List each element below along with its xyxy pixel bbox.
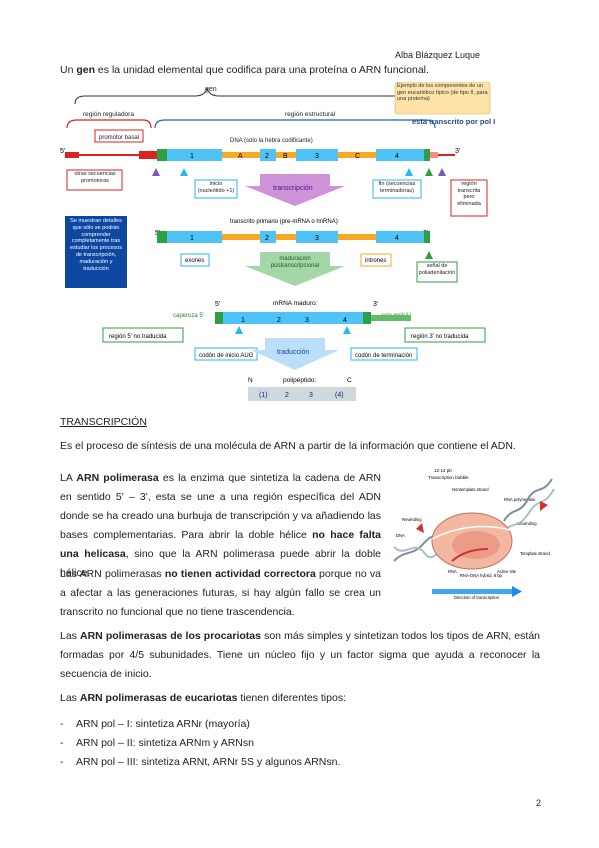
paragraph-1: Es el proceso de síntesis de una molécul… — [60, 440, 516, 452]
dna-5prime: 5' — [60, 148, 65, 155]
mature-exon3: 3 — [305, 317, 309, 324]
intron-c-label: C — [355, 153, 360, 160]
list-item: ARN pol – I: sintetiza ARNr (mayoría) — [60, 715, 340, 734]
n-terminus: N — [248, 377, 253, 384]
other-seq-label: otras secuencias promotoras — [74, 171, 116, 184]
polyA-signal-label: señal de poliadenilación — [418, 263, 456, 276]
mature-exon2: 2 — [277, 317, 281, 324]
exon2-label: 2 — [265, 153, 269, 160]
primary-exon1: 1 — [190, 235, 194, 242]
polymerase-list: ARN pol – I: sintetiza ARNr (mayoría) AR… — [60, 715, 340, 772]
active-site-label: Active site — [497, 569, 517, 574]
nontemplate-label: Nontemplate strand — [452, 487, 489, 492]
utr5-label: región 5' no traducida — [109, 334, 167, 340]
utr3-label: región 3' no traducida — [411, 334, 469, 340]
page-number: 2 — [536, 798, 542, 808]
regulatory-region-label: región reguladora — [83, 111, 134, 118]
exon1-label: 1 — [190, 153, 194, 160]
dna-label-bubble: DNA — [396, 533, 405, 538]
gen-label: gen — [205, 86, 217, 93]
rnapol-label: RNA polymerase — [504, 497, 536, 502]
paragraph-4: Las ARN polimerasas de los procariotas s… — [60, 630, 540, 680]
example-box — [394, 82, 491, 115]
bubble-title-label: Transcription bubble — [428, 475, 469, 480]
dna-label: DNA (sólo la hebra codificante) — [230, 138, 313, 144]
transcription-bubble-figure: 12-14 pb Transcription bubble Nontemplat… — [393, 468, 555, 600]
pp-2: 2 — [285, 392, 289, 399]
hybrid-label: RNA-DNA hybrid, 8 bp — [460, 573, 503, 578]
mature-label: mRNA maduro: — [273, 300, 318, 307]
c-terminus: C — [347, 377, 352, 384]
cap-label: caperuza 5' — [173, 313, 204, 319]
transcribed-by-note: esta transcrito por pol II — [412, 117, 495, 126]
mature-3prime: 3' — [373, 301, 378, 308]
rewinding-label: Rewinding — [402, 517, 422, 522]
primary-exon2: 2 — [265, 235, 269, 242]
end-label: fin (secuencias terminadoras) — [378, 181, 416, 194]
paragraph-5: Las ARN polimerasas de eucariotas tienen… — [60, 692, 346, 704]
template-label: Template strand — [520, 551, 550, 556]
structural-region-label: región estructural — [285, 111, 336, 118]
promoter-box — [94, 129, 144, 143]
unwinding-label: Unwinding — [517, 521, 537, 526]
transcription-arrow-label: transcripción — [273, 185, 313, 192]
list-item: ARN pol – III: sintetiza ARNt, ARNr 5S y… — [60, 753, 340, 772]
paragraph-3: Las ARN polimerasas no tienen actividad … — [60, 568, 381, 618]
note-text: Se muestran detalles que sólo se podrán … — [70, 218, 122, 272]
list-item: ARN pol – II: sintetiza ARNm y ARNsn — [60, 734, 340, 753]
bubble-size-label: 12-14 pb — [434, 468, 452, 473]
pp-1: (1) — [259, 392, 268, 399]
section-title: TRANSCRIPCIÓN — [60, 416, 147, 428]
intron-a-label: A — [238, 153, 243, 160]
direction-label: Direction of transcription — [454, 595, 500, 600]
pp-4: (4) — [335, 392, 344, 399]
primary-exon3: 3 — [315, 235, 319, 242]
intron-b-label: B — [283, 153, 288, 160]
removed-region-label: región transcrita pero eliminada — [457, 181, 481, 207]
primary-transcript-label: transcrito primario (pre-mRNA o hnRNA): — [230, 219, 340, 225]
gene-structure-diagram: gen región reguladora región estructural… — [60, 82, 495, 401]
dna-3prime: 3' — [455, 148, 460, 155]
pp-3: 3 — [309, 392, 313, 399]
paragraph-2: LA ARN polimerasa es la enzima que sinte… — [60, 472, 382, 579]
exon4-label: 4 — [395, 153, 399, 160]
aug-label: codón de inicio AUG — [199, 353, 254, 359]
start-label: inicio (nucleótido +1) — [197, 181, 235, 194]
author-header: Alba Blázquez Luque — [395, 50, 481, 60]
exon3-label: 3 — [315, 153, 319, 160]
stop-label: codón de terminación — [355, 353, 412, 359]
maturation-arrow-label: maduración postranscripcional — [270, 256, 320, 269]
translation-arrow-label: traducción — [277, 349, 309, 356]
introns-label: intrones — [365, 258, 386, 264]
mature-exon1: 1 — [241, 317, 245, 324]
rna-label: RNA — [448, 569, 457, 574]
primary-exon4: 4 — [395, 235, 399, 242]
polypeptide-label: polipéptido: — [283, 377, 316, 384]
mature-exon4: 4 — [343, 317, 347, 324]
mature-5prime: 5' — [215, 301, 220, 308]
promoter-label: promotor basal — [99, 135, 139, 141]
example-text: Ejemplo de los componentes de un gen euc… — [397, 83, 488, 102]
exons-label: exones — [185, 258, 204, 264]
note-box — [65, 216, 127, 288]
intro-line: Un gen es la unidad elemental que codifi… — [60, 64, 429, 76]
